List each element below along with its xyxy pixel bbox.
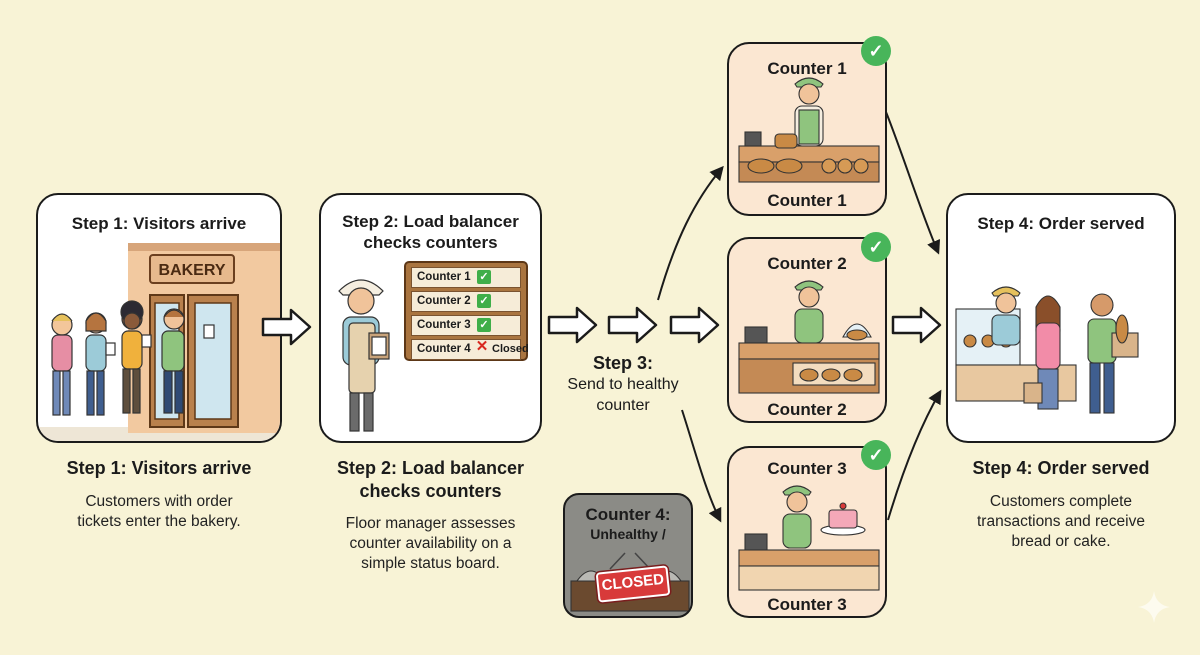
- status-row-counter-3: Counter 3 ✓: [411, 315, 521, 336]
- bakery-entrance-illustration: BAKERY: [38, 243, 280, 441]
- step1-title: Step 1: Visitors arrive: [66, 458, 252, 478]
- check-icon: ✓: [477, 318, 491, 332]
- step3-label: Step 3: Send to healthy counter: [548, 352, 698, 416]
- status-row-counter-1: Counter 1 ✓: [411, 267, 521, 288]
- closed-status: Closed: [492, 343, 529, 355]
- order-served-illustration: [955, 286, 1139, 414]
- step3-title: Step 3:: [592, 353, 653, 373]
- counter-2-bottom-label: Counter 2: [767, 400, 847, 419]
- counter-4-title: Counter 4:: [585, 505, 671, 524]
- counter-1-bottom-label: Counter 1: [767, 191, 847, 210]
- flow-arrow-1: [261, 308, 312, 346]
- step2-card-title: Step 2: Load balancer checks counters: [342, 212, 519, 252]
- counter-3-bottom-label: Counter 3: [767, 595, 847, 614]
- counter-4-unhealthy-card: Counter 4: Unhealthy / CLOSED: [563, 493, 693, 618]
- counter-3-healthy-check-icon: ✓: [861, 440, 891, 470]
- counter-1-top-label: Counter 1: [767, 59, 847, 78]
- flow-arrow-2: [547, 306, 598, 344]
- visitor-2: [85, 312, 116, 416]
- check-icon: ✓: [477, 294, 491, 308]
- counter-2-top-label: Counter 2: [767, 254, 847, 273]
- step2-card: Step 2: Load balancer checks counters Co…: [319, 193, 542, 443]
- step2-title: Step 2: Load balancer checks counters: [336, 458, 525, 501]
- closed-counter-illustration: [570, 552, 690, 612]
- flow-arrow-5: [891, 306, 942, 344]
- counter-2-illustration: [738, 280, 880, 394]
- counter-2-card: Counter 2 Counter 2: [727, 237, 887, 423]
- floor-manager-illustration: [338, 279, 390, 432]
- sparkle-icon: [1138, 591, 1170, 623]
- flow-arrow-4: [669, 306, 720, 344]
- flow-arrow-3: [607, 306, 658, 344]
- counter-1-card: Counter 1 Counter 1: [727, 42, 887, 216]
- cross-icon: ✕: [475, 338, 489, 355]
- step1-card-title: Step 1: Visitors arrive: [71, 214, 247, 233]
- step4-title: Step 4: Order served: [972, 458, 1150, 478]
- bakery-sign: BAKERY: [159, 262, 226, 279]
- status-row-counter-2: Counter 2 ✓: [411, 291, 521, 312]
- step4-description: Customers complete transactions and rece…: [976, 493, 1145, 550]
- step4-card: Step 4: Order served: [946, 193, 1176, 443]
- check-icon: ✓: [477, 270, 491, 284]
- visitor-3: [120, 300, 152, 414]
- step4-card-title: Step 4: Order served: [977, 214, 1145, 233]
- step1-card: Step 1: Visitors arrive BAKERY: [36, 193, 282, 443]
- visitor-1: [51, 313, 73, 416]
- status-row-counter-4: Counter 4 ✕ Closed: [411, 338, 529, 360]
- step1-description: Customers with order tickets enter the b…: [77, 493, 241, 530]
- counter-1-healthy-check-icon: ✓: [861, 36, 891, 66]
- counter-3-illustration: [738, 485, 880, 591]
- visitor-4: [161, 308, 215, 414]
- counter-2-healthy-check-icon: ✓: [861, 232, 891, 262]
- counter-4-subtitle: Unhealthy /: [590, 526, 666, 542]
- counter-3-top-label: Counter 3: [767, 459, 847, 478]
- step2-description: Floor manager assesses counter availabil…: [345, 515, 516, 572]
- step3-description-1: Send to healthy: [567, 376, 679, 393]
- step3-description-2: counter: [596, 397, 650, 414]
- counter-status-board: Counter 1 ✓ Counter 2 ✓ Counter 3 ✓ Coun…: [404, 261, 529, 361]
- counter-1-illustration: [738, 77, 880, 183]
- counter-3-card: Counter 3 Counter 3: [727, 446, 887, 618]
